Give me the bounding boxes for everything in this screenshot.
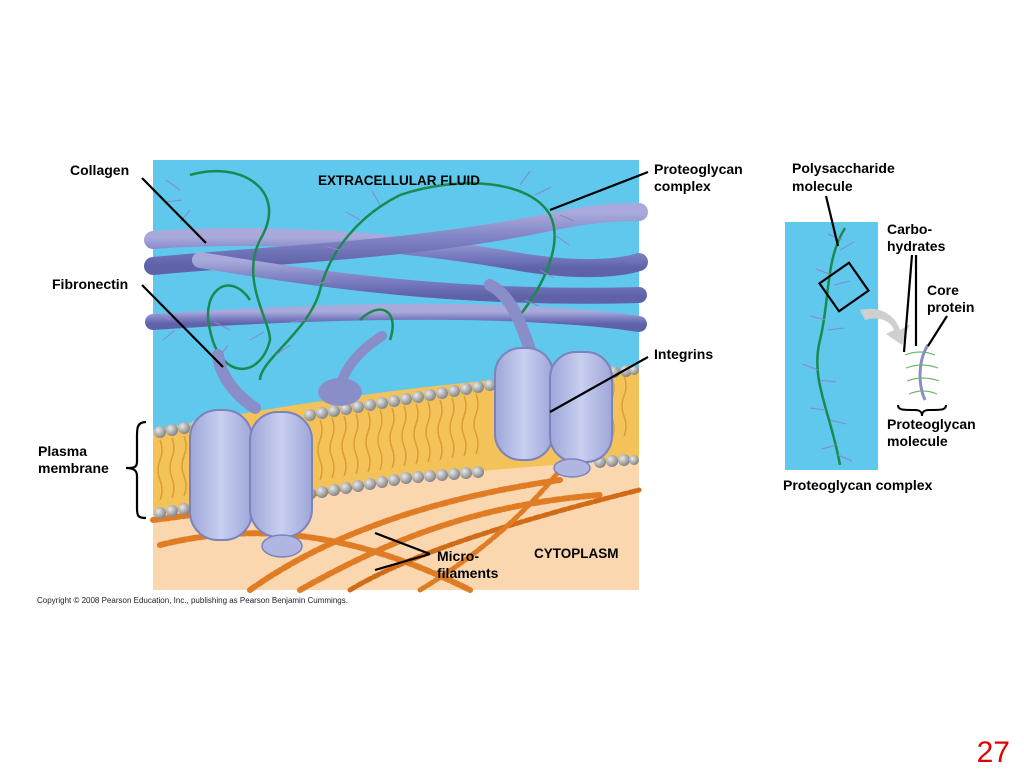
integrin-middle bbox=[318, 331, 387, 406]
collagen-fibers bbox=[144, 203, 648, 332]
proteoglycan-complex-label-line2: complex bbox=[654, 178, 711, 194]
carbohydrates-label-line1: Carbo- bbox=[887, 221, 933, 237]
integrin-left bbox=[189, 349, 313, 558]
fibronectin-label: Fibronectin bbox=[52, 276, 129, 292]
core-protein-label-line2: protein bbox=[927, 299, 975, 315]
polysaccharide-label-line1: Polysaccharide bbox=[792, 160, 895, 176]
cytoplasm-label: CYTOPLASM bbox=[534, 546, 619, 561]
proteoglycan-molecule-drawing bbox=[904, 344, 940, 401]
zoom-arrow bbox=[860, 308, 910, 345]
proteoglycan-molecule-brace bbox=[897, 404, 947, 417]
core-protein-label-line1: Core bbox=[927, 282, 959, 298]
microfilaments-label-line1: Micro- bbox=[437, 548, 479, 564]
plasma-membrane-label-line2: membrane bbox=[38, 460, 109, 476]
integrins-label: Integrins bbox=[654, 346, 714, 362]
proteoglycan-complex-caption: Proteoglycan complex bbox=[783, 477, 933, 493]
plasma-membrane-brace bbox=[125, 420, 147, 520]
inset-core-strand bbox=[816, 227, 847, 466]
slide-number: 27 bbox=[976, 736, 1010, 769]
carbohydrates-label-line2: hydrates bbox=[887, 238, 946, 254]
proteoglycan-molecule-label-line1: Proteoglycan bbox=[887, 416, 976, 432]
proteoglycan-molecule-label-line2: molecule bbox=[887, 433, 948, 449]
plasma-membrane-label-line1: Plasma bbox=[38, 443, 88, 459]
proteoglycan-strands bbox=[155, 169, 575, 381]
copyright-notice: Copyright © 2008 Pearson Education, Inc.… bbox=[37, 596, 348, 605]
extracellular-fluid-label: EXTRACELLULAR FLUID bbox=[318, 173, 480, 188]
inset-zoom-box bbox=[817, 261, 871, 313]
polysaccharide-label-line2: molecule bbox=[792, 178, 853, 194]
microfilaments-label-line2: filaments bbox=[437, 565, 499, 581]
integrin-right bbox=[484, 279, 613, 478]
leader-lines bbox=[141, 170, 948, 572]
proteoglycan-complex-label-line1: Proteoglycan bbox=[654, 161, 743, 177]
collagen-label: Collagen bbox=[70, 162, 130, 178]
